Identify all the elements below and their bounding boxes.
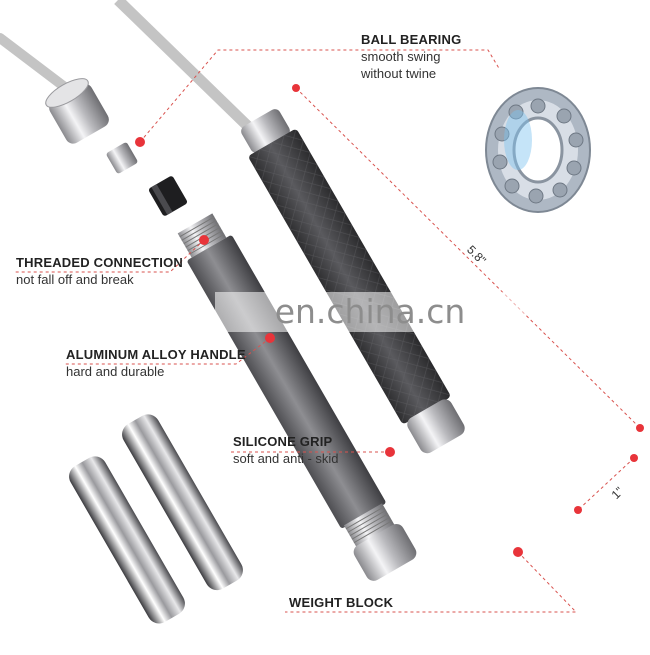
aluminum-sub: hard and durable <box>66 364 165 379</box>
label-ball-bearing: BALL BEARING smooth swing without twine <box>361 32 461 81</box>
leader-threaded <box>15 239 205 273</box>
ball-bearing-title: BALL BEARING <box>361 32 462 47</box>
threaded-sub: not fall off and break <box>16 272 134 287</box>
ball-bearing-image <box>485 87 591 213</box>
marker-dots <box>135 84 644 557</box>
dim-line-length <box>295 87 641 429</box>
label-weight-block: WEIGHT BLOCK <box>289 595 393 610</box>
weight-rod-1 <box>122 414 243 591</box>
label-aluminum-handle: ALUMINUM ALLOY HANDLE hard and durable <box>66 347 246 379</box>
ball-bearing-sub1: smooth swing <box>361 49 441 64</box>
label-silicone-grip: SILICONE GRIP soft and anti - skid <box>233 434 339 466</box>
threaded-title: THREADED CONNECTION <box>16 255 184 270</box>
dim-line-width <box>577 457 635 511</box>
weight-rod-2 <box>69 456 185 624</box>
aluminum-title: ALUMINUM ALLOY HANDLE <box>66 347 246 362</box>
leader-ball-bearing <box>139 49 501 143</box>
leader-aluminum <box>65 337 271 365</box>
silicone-sub: soft and anti - skid <box>233 451 339 466</box>
black-connector <box>148 176 188 216</box>
right-handle <box>241 109 465 454</box>
leader-weight <box>285 551 578 613</box>
weight-title: WEIGHT BLOCK <box>289 595 394 610</box>
cable-right <box>114 0 266 144</box>
watermark: en.china.cn <box>215 292 525 332</box>
label-threaded-connection: THREADED CONNECTION not fall off and bre… <box>16 255 183 287</box>
left-cap <box>45 78 109 144</box>
ball-bearing-sub2: without twine <box>361 66 437 81</box>
bearing-collar <box>106 142 138 174</box>
silicone-title: SILICONE GRIP <box>233 434 333 449</box>
